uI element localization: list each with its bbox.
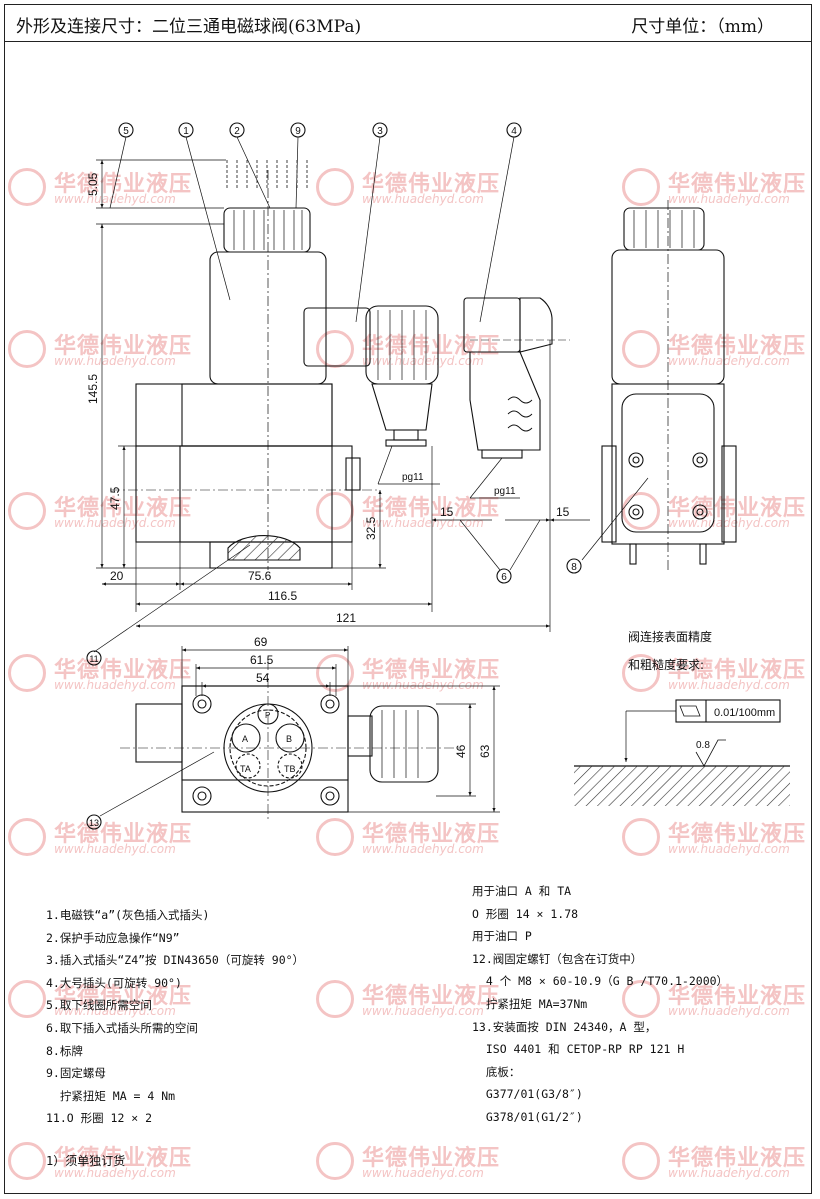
dim-20: 20 — [110, 569, 124, 583]
note-item: 5.取下线圈所需空间 — [46, 998, 152, 1013]
notes-right: 用于油口 A 和 TA O 形圈 14 × 1.78 用于油口 P 12.阀固定… — [472, 880, 728, 1129]
dim-15-right: 15 — [556, 505, 570, 519]
note-item: ISO 4401 和 CETOP-RP RP 121 H — [472, 1042, 685, 1057]
note-item: G377/01(G3/8″) — [472, 1087, 583, 1102]
dim-32-5: 32.5 — [364, 516, 378, 540]
note-item: O 形圈 14 × 1.78 — [472, 906, 579, 921]
note-item: 8.标牌 — [46, 1043, 83, 1058]
note-item: 2.保护手动应急操作“N9” — [46, 930, 180, 945]
dim-116-5: 116.5 — [268, 589, 297, 603]
front-dimensions — [96, 159, 590, 632]
page-title: 外形及连接尺寸：二位三通电磁球阀(63MPa) — [16, 17, 362, 37]
pg11-label-1: pg11 — [402, 472, 424, 483]
note-item: 4 个 M8 × 60-10.9（G B /T70.1-2000） — [472, 974, 729, 989]
callout-11: 11 — [89, 654, 98, 664]
dim-69: 69 — [254, 635, 268, 649]
note-item: 3.插入式插头“Z4”按 DIN43650（可旋转 90°） — [46, 953, 305, 968]
title-bar: 外形及连接尺寸：二位三通电磁球阀(63MPa) 尺寸单位：（mm） — [4, 4, 812, 42]
surface-label-2: 和粗糙度要求: — [628, 658, 705, 672]
note-item: 用于油口 P — [472, 929, 532, 944]
plan-dimensions — [181, 646, 500, 813]
callout-6: 6 — [501, 572, 507, 583]
dim-46: 46 — [454, 744, 468, 758]
unit-label: 尺寸单位：（mm） — [631, 17, 774, 37]
callout-3: 3 — [377, 126, 383, 137]
port-tb: TB — [284, 764, 296, 774]
note-item: 1.电磁铁“a”(灰色插入式插头) — [46, 908, 210, 922]
roughness-value: 0.8 — [696, 740, 710, 751]
dim-145-5: 145.5 — [86, 374, 100, 404]
dim-47-5: 47.5 — [108, 486, 122, 510]
flatness-value: 0.01/100mm — [714, 707, 775, 719]
front-view — [110, 160, 439, 570]
dim-15-left: 15 — [440, 505, 454, 519]
callout-4: 4 — [511, 126, 517, 137]
note-item: 4.大号插头(可旋转 90°) — [46, 975, 182, 990]
port-a: A — [242, 734, 248, 744]
port-b: B — [286, 734, 292, 744]
dim-61-5: 61.5 — [250, 653, 274, 667]
callout-13: 13 — [89, 818, 99, 828]
callout-5: 5 — [123, 126, 129, 137]
dim-5-05: 5.05 — [86, 172, 100, 196]
callout-2: 2 — [234, 126, 240, 137]
plug-side-view — [377, 297, 570, 499]
note-item: 拧紧扭矩 MA=37Nm — [472, 996, 588, 1011]
note-item: 11.O 形圈 12 × 2 — [46, 1111, 153, 1126]
surface-symbol — [574, 699, 790, 806]
note-item: 用于油口 A 和 TA — [472, 884, 572, 898]
note-item: 9.固定螺母 — [46, 1066, 106, 1081]
note-item: 12.阀固定螺钉（包含在订货中） — [472, 951, 643, 966]
dim-121: 121 — [336, 611, 356, 625]
callout-8: 8 — [571, 562, 577, 573]
note-item: 13.安装面按 DIN 24340，A 型， — [472, 1019, 657, 1034]
surface-label-1: 阀连接表面精度 — [628, 630, 713, 644]
dim-54: 54 — [256, 671, 270, 685]
end-view — [581, 200, 737, 570]
callout-1: 1 — [183, 126, 189, 137]
note-item: G378/01(G1/2″) — [472, 1109, 583, 1124]
drawing-frame — [4, 4, 812, 1194]
port-p: P — [265, 711, 270, 720]
pg11-label-2: pg11 — [494, 486, 516, 497]
dim-75-6: 75.6 — [248, 569, 272, 583]
callout-circles — [86, 122, 582, 830]
notes-left: 1.电磁铁“a”(灰色插入式插头) 2.保护手动应急操作“N9” 3.插入式插头… — [46, 904, 304, 1130]
footnote: 1）须单独订货 — [46, 1154, 126, 1168]
note-item: 底板： — [472, 1064, 521, 1079]
callout-9: 9 — [295, 126, 301, 137]
note-item: 拧紧扭矩 MA = 4 Nm — [46, 1088, 176, 1103]
note-item: 6.取下插入式插头所需的空间 — [46, 1020, 198, 1035]
dim-63: 63 — [478, 744, 492, 758]
port-ta: TA — [240, 764, 251, 774]
callout-leaders — [93, 136, 515, 817]
